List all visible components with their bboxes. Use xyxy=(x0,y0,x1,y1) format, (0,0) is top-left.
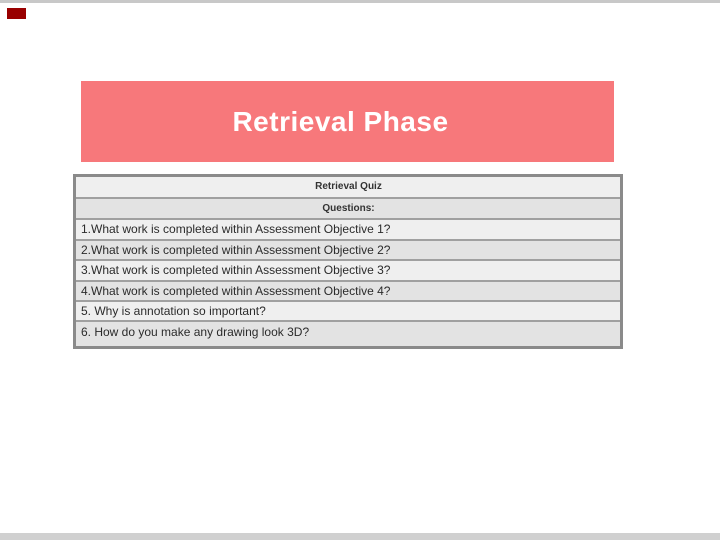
question-4: 4.What work is completed within Assessme… xyxy=(73,279,623,302)
slide-title: Retrieval Phase xyxy=(232,105,449,137)
table-subtitle: Questions: xyxy=(73,196,623,220)
table-row: 2.What work is completed within Assessme… xyxy=(73,238,623,261)
question-1: 1.What work is completed within Assessme… xyxy=(73,217,623,241)
table-title: Retrieval Quiz xyxy=(73,174,623,199)
quiz-table: Retrieval Quiz Questions: 1.What work is… xyxy=(73,174,623,349)
table-subheader-row: Questions: xyxy=(73,196,623,220)
page-corner-accent xyxy=(7,8,26,19)
table-row: 4.What work is completed within Assessme… xyxy=(73,279,623,302)
table-header-row: Retrieval Quiz xyxy=(73,174,623,199)
table-row: 1.What work is completed within Assessme… xyxy=(73,217,623,241)
slide-title-banner: Retrieval Phase xyxy=(81,81,614,162)
question-6: 6. How do you make any drawing look 3D? xyxy=(73,319,623,349)
table-row: 3.What work is completed within Assessme… xyxy=(73,258,623,282)
table-row: 5. Why is annotation so important? xyxy=(73,299,623,322)
page-top-border xyxy=(0,0,720,3)
question-3: 3.What work is completed within Assessme… xyxy=(73,258,623,282)
question-2: 2.What work is completed within Assessme… xyxy=(73,238,623,261)
page-bottom-band xyxy=(0,533,720,540)
question-5: 5. Why is annotation so important? xyxy=(73,299,623,322)
table-row: 6. How do you make any drawing look 3D? xyxy=(73,319,623,349)
